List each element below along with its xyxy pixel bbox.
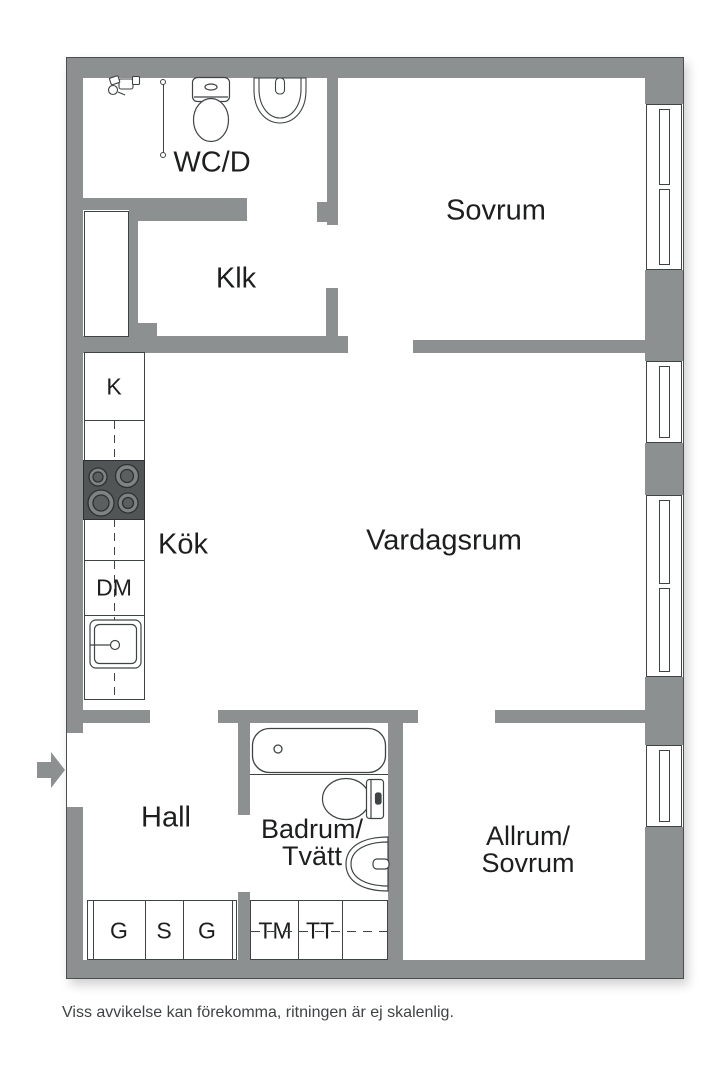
washing-machine-label: TM bbox=[258, 917, 292, 944]
toilet-icon bbox=[191, 76, 231, 143]
wall-top bbox=[67, 58, 683, 78]
shaft-niche bbox=[84, 211, 129, 337]
room-label-line: Tvätt bbox=[281, 841, 343, 871]
room-label-badrum-tvatt: Badrum/ Tvätt bbox=[261, 816, 363, 870]
wall-klk-right bbox=[326, 288, 338, 336]
room-label-wcd: WC/D bbox=[173, 146, 251, 179]
window-vardagsrum-1 bbox=[646, 361, 682, 443]
window-sovrum bbox=[646, 104, 682, 270]
entrance-arrow-icon bbox=[51, 752, 65, 788]
window-glass-icon bbox=[659, 500, 670, 672]
wall-right-segment-4 bbox=[645, 677, 683, 745]
fridge-label: K bbox=[106, 373, 122, 400]
wall-badrum-left-lower bbox=[238, 892, 250, 960]
counter-centerline bbox=[114, 421, 115, 698]
sink-icon bbox=[253, 77, 307, 124]
room-label-vardagsrum: Vardagsrum bbox=[366, 524, 522, 557]
wall-wcd-right-foot bbox=[317, 202, 327, 222]
wall-wcd-right bbox=[327, 78, 338, 225]
wall-klk-left bbox=[129, 221, 138, 337]
laundry-divider bbox=[298, 900, 299, 960]
wall-hall-band bbox=[83, 710, 150, 723]
wall-right-segment-1 bbox=[645, 58, 683, 104]
window-glass-icon bbox=[659, 109, 670, 265]
wardrobe-divider bbox=[232, 900, 233, 960]
room-label-line: Sovrum bbox=[481, 848, 575, 878]
wall-left-lower bbox=[67, 807, 83, 978]
wardrobe-label: S bbox=[156, 917, 172, 944]
toilet-icon bbox=[321, 777, 385, 821]
tumble-dryer-label: TT bbox=[305, 917, 335, 944]
wall-badrum-right bbox=[388, 723, 403, 960]
wall-bottom bbox=[67, 960, 683, 978]
sink-icon bbox=[345, 836, 390, 892]
room-label-kok: Kök bbox=[158, 528, 208, 561]
window-glass-icon bbox=[659, 366, 670, 438]
dishwasher-label: DM bbox=[96, 574, 132, 601]
room-label-allrum-sovrum: Allrum/ Sovrum bbox=[481, 823, 574, 877]
room-label-klk: Klk bbox=[215, 262, 257, 295]
wardrobe-label: G bbox=[110, 917, 128, 944]
shower-rail-icon bbox=[163, 84, 164, 154]
shower-mixer-icon bbox=[107, 75, 141, 96]
wardrobe-divider bbox=[93, 900, 94, 960]
wall-badrum-band bbox=[218, 710, 418, 723]
room-label-line: Badrum/ bbox=[260, 814, 364, 844]
wall-sovrum-bottom bbox=[413, 340, 645, 353]
wall-klk-left-foot bbox=[129, 323, 157, 337]
window-allrum bbox=[646, 745, 682, 827]
wardrobe-label: G bbox=[198, 917, 216, 944]
window-transom bbox=[659, 184, 670, 190]
wall-wcd-bottom-step bbox=[129, 210, 247, 221]
wardrobe-divider bbox=[183, 900, 184, 960]
wall-vardagsrum-allrum-band bbox=[495, 710, 645, 723]
window-glass-icon bbox=[659, 750, 670, 822]
bathtub-platform-line bbox=[250, 774, 388, 775]
room-label-sovrum: Sovrum bbox=[446, 194, 546, 227]
wall-wcd-bottom bbox=[83, 198, 247, 210]
laundry-centerline bbox=[251, 931, 387, 932]
kitchen-sink-icon bbox=[89, 619, 142, 669]
laundry-divider bbox=[342, 900, 343, 960]
wall-left-upper bbox=[67, 58, 83, 733]
wardrobe-row bbox=[87, 900, 237, 960]
laundry-row bbox=[250, 900, 388, 960]
wall-badrum-left-upper bbox=[238, 723, 250, 815]
window-transom bbox=[659, 583, 670, 589]
wall-right-segment-2 bbox=[645, 270, 683, 361]
counter-divider bbox=[84, 420, 145, 421]
disclaimer-text: Viss avvikelse kan förekomma, ritningen … bbox=[62, 1004, 454, 1021]
room-label-hall: Hall bbox=[141, 801, 191, 834]
wall-right-segment-5 bbox=[645, 827, 683, 978]
entrance-arrow-icon bbox=[37, 762, 52, 778]
shower-rail-end bbox=[160, 79, 166, 85]
shower-rail-end bbox=[160, 152, 166, 158]
wall-right-segment-3 bbox=[645, 443, 683, 495]
bathtub-icon bbox=[251, 727, 387, 774]
wall-kitchen-klk-band bbox=[83, 336, 348, 353]
window-vardagsrum-2 bbox=[646, 495, 682, 677]
stove-icon bbox=[83, 460, 145, 520]
wardrobe-divider bbox=[145, 900, 146, 960]
room-label-line: Allrum/ bbox=[485, 821, 570, 851]
